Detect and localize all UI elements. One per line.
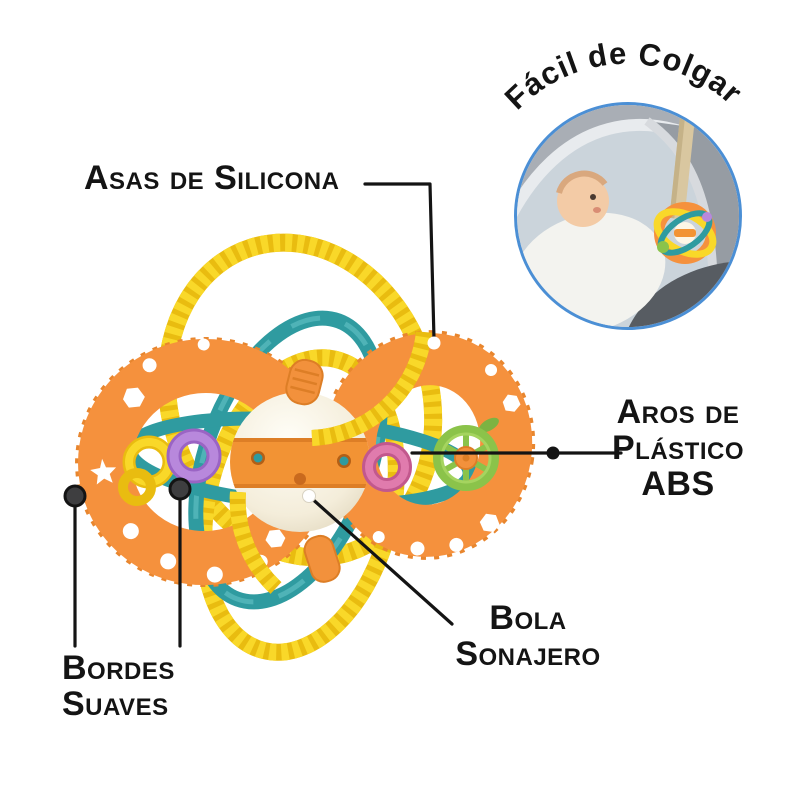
silicone-bottom-tab xyxy=(303,534,341,583)
circle-cutout xyxy=(410,541,425,556)
star-cutout xyxy=(90,458,117,485)
yellow-ring-front-arcs xyxy=(229,331,432,594)
circle-cutout xyxy=(449,537,464,552)
hexagon-cutout xyxy=(502,394,521,412)
blanket xyxy=(517,212,666,327)
abs-rings-label-line1: Aros de xyxy=(616,393,740,431)
circle-cutout xyxy=(197,338,210,351)
circle-cutout xyxy=(160,553,177,570)
bouncer-seat xyxy=(629,261,739,327)
leaf-icon xyxy=(479,417,499,433)
soft-edges-label: Bordes Suaves xyxy=(62,650,175,722)
abs-rings-label-line2: Plástico xyxy=(611,429,744,468)
soft-edges-label-line1: Bordes xyxy=(62,649,175,687)
silicone-handles-label: Asas de Silicona xyxy=(84,160,339,196)
rattle-ball-label: Bola Sonajero xyxy=(447,600,609,672)
callout-dot-handles xyxy=(427,336,441,350)
hanging-strap xyxy=(669,105,697,220)
pink-ring xyxy=(362,442,412,492)
callout-dot-abs-rings xyxy=(546,446,560,460)
abs-rings-label-line3: ABS xyxy=(641,465,715,504)
baby xyxy=(556,170,609,227)
mini-toy xyxy=(653,202,717,264)
circle-cutout xyxy=(142,358,157,373)
hexagon-cutout xyxy=(479,513,500,532)
hanging-photo-inset xyxy=(514,102,742,330)
callout-dot-rattle-ball xyxy=(302,489,316,503)
hang-label: Fácil de Colgar xyxy=(498,36,749,117)
circle-cutout xyxy=(122,523,139,540)
circle-cutout xyxy=(485,364,498,377)
silicone-handles-label-text: Asas de Silicona xyxy=(84,159,340,197)
leader-line-handles xyxy=(363,182,436,341)
silicone-top-cap xyxy=(285,358,324,406)
leader-line-rattle-ball xyxy=(307,494,454,626)
hexagon-cutout xyxy=(265,529,286,548)
callout-dot-soft-edges-1 xyxy=(63,484,87,508)
abs-rings-label: Aros de Plástico ABS xyxy=(598,394,758,502)
circle-cutout xyxy=(206,566,223,583)
circle-cutout xyxy=(372,531,385,544)
rattle-ball-label-line2: Sonajero xyxy=(455,635,601,674)
soft-edges-label-line2: Suaves xyxy=(62,685,169,724)
callout-dot-soft-edges-2 xyxy=(168,477,192,501)
rattle-ball-label-line1: Bola xyxy=(489,599,567,637)
baby-face xyxy=(557,175,609,227)
purple-ring xyxy=(166,428,222,484)
hexagon-cutout xyxy=(122,387,145,408)
